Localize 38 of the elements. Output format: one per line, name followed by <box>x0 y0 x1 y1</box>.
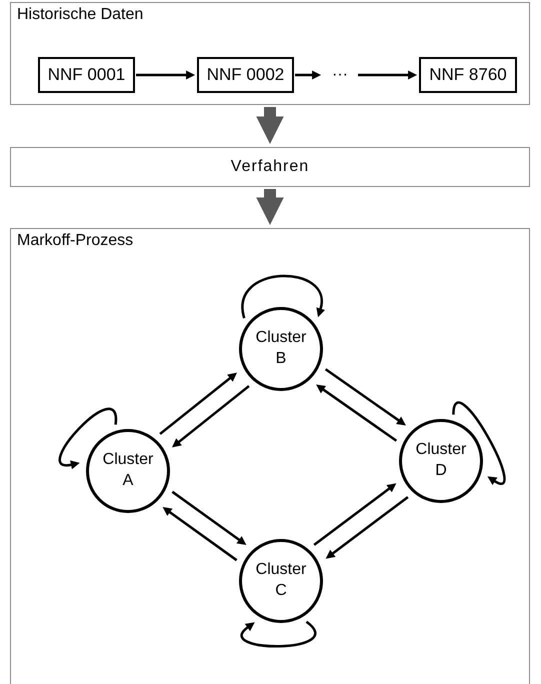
arrow <box>256 189 284 225</box>
arrow <box>313 483 396 546</box>
arrow <box>358 70 418 80</box>
data-box <box>197 57 294 93</box>
panel <box>10 228 530 684</box>
arrow <box>172 490 246 546</box>
arrow <box>172 385 250 448</box>
state-circle <box>239 307 323 391</box>
state-circle <box>239 539 323 623</box>
process-box <box>10 147 530 187</box>
data-box <box>419 57 517 93</box>
box-label: NNF 8760 <box>429 65 507 85</box>
arrow <box>136 70 196 80</box>
panel-title: Markoff-Prozess <box>17 232 134 250</box>
arrow <box>295 70 322 80</box>
self-loop-arrow <box>452 402 506 486</box>
state-circle <box>399 419 483 503</box>
panel-title: Historische Daten <box>17 6 144 24</box>
box-label: NNF 0002 <box>206 65 284 85</box>
arrow <box>324 368 406 426</box>
state-label: Cluster A <box>102 450 154 491</box>
self-loop-arrow <box>241 274 326 318</box>
state-label: Cluster D <box>414 440 468 481</box>
box-label: NNF 0001 <box>48 65 126 85</box>
panel <box>10 2 530 105</box>
state-label: Cluster C <box>254 560 308 601</box>
arrow <box>256 107 284 144</box>
self-loop-arrow <box>58 408 117 470</box>
state-label: Cluster B <box>254 328 308 369</box>
arrow <box>159 372 237 435</box>
process-label: Verfahren <box>230 158 310 176</box>
arrow <box>326 496 409 559</box>
ellipsis-text: ··· <box>332 66 348 84</box>
state-circle <box>86 429 170 513</box>
arrow <box>316 384 398 442</box>
data-box <box>38 57 135 93</box>
arrow <box>162 506 238 562</box>
self-loop-arrow <box>240 620 316 648</box>
